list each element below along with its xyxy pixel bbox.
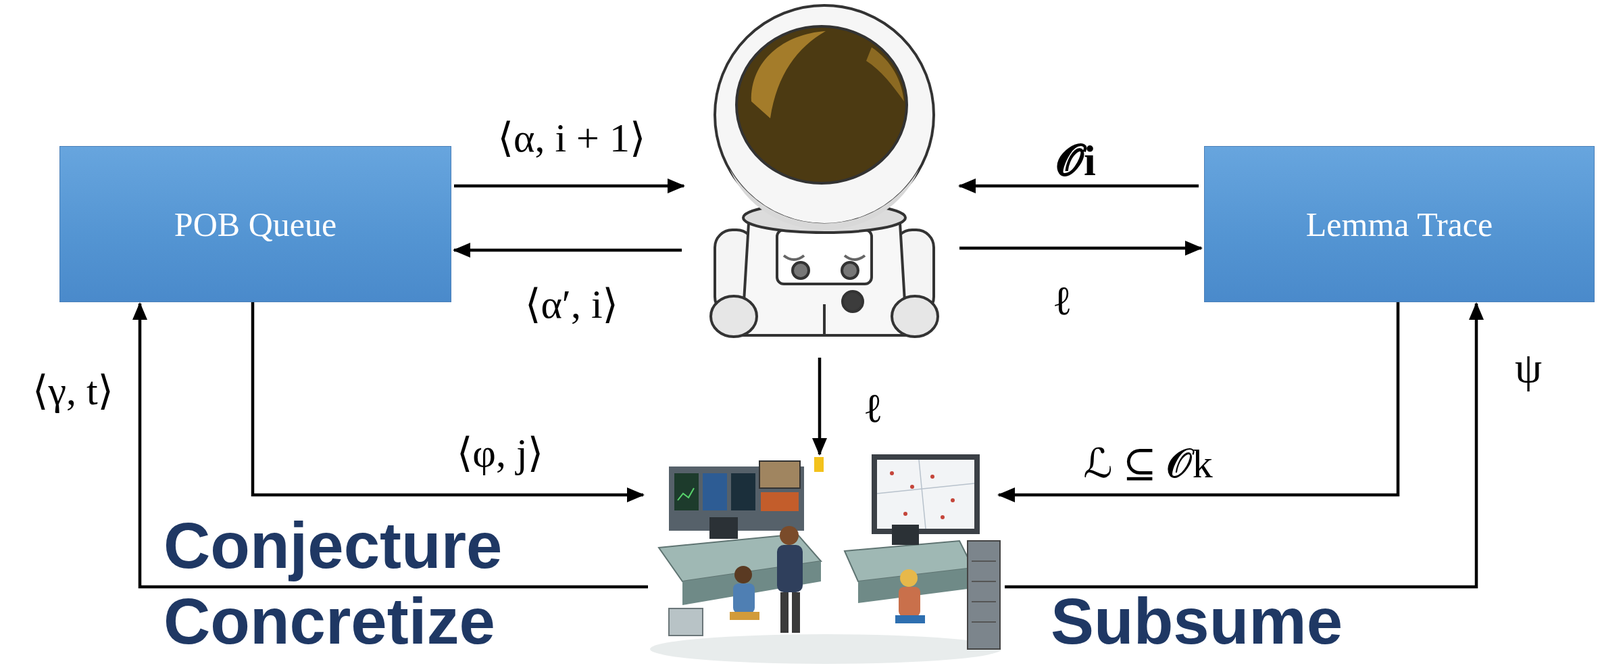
screen-graph	[677, 487, 694, 500]
person-body	[898, 586, 921, 617]
person-leg	[791, 591, 800, 633]
phase-name: Concretize	[163, 588, 496, 654]
arrow-label: ℓ	[1052, 280, 1073, 321]
arrow	[818, 357, 822, 455]
arrow-label: ℒ ⊆ 𝓞k	[1083, 443, 1213, 484]
phase-name: Conjecture	[163, 512, 503, 578]
helmet	[714, 5, 934, 225]
screen	[674, 472, 699, 511]
chest-knob	[841, 262, 859, 279]
server-rack	[967, 540, 1000, 649]
person-leg	[780, 591, 789, 633]
phase-name: Subsume	[1050, 588, 1343, 654]
arrow-label: ⟨φ, j⟩	[456, 432, 544, 473]
person-body	[777, 544, 803, 592]
arrow-label: ⟨α′, i⟩	[525, 283, 619, 325]
arrow	[959, 246, 1202, 250]
screen	[760, 491, 799, 511]
floor-shadow	[650, 633, 1002, 664]
desk-monitor	[891, 524, 919, 545]
chest-button	[842, 291, 863, 312]
arrow-label: ⟨γ, t⟩	[32, 370, 114, 411]
person-head	[734, 565, 753, 584]
person-head	[779, 525, 799, 545]
chest-tube	[783, 255, 865, 260]
map-screen	[759, 460, 800, 488]
big-screen-map	[877, 459, 975, 529]
astronaut-glove	[710, 295, 757, 337]
screen	[702, 472, 728, 511]
visor-highlight	[866, 47, 905, 102]
arrow	[959, 184, 1199, 188]
astronaut-illustration	[710, 5, 938, 337]
process-box: POB Queue	[59, 145, 452, 303]
arrow	[454, 248, 682, 253]
box-label: POB Queue	[174, 204, 337, 244]
cabinet	[668, 608, 703, 636]
big-screen	[871, 454, 980, 534]
visor-highlight	[751, 31, 826, 119]
visor	[736, 26, 907, 184]
control-room-illustration	[650, 454, 1002, 664]
map-roads	[877, 459, 975, 529]
rack-slots	[971, 560, 996, 622]
chair	[895, 614, 925, 623]
astronaut-leg-line	[822, 304, 826, 336]
astronaut-glove	[891, 295, 938, 337]
person-head	[900, 568, 918, 587]
person-body	[733, 583, 755, 613]
arrow-label: ⟨α, i + 1⟩	[497, 117, 646, 159]
astronaut-body	[741, 222, 907, 336]
chair	[729, 611, 760, 620]
arrow-label: ℓ	[863, 387, 884, 429]
arrow	[998, 302, 1398, 495]
process-box: Lemma Trace	[1204, 145, 1595, 303]
arrow	[252, 302, 644, 495]
desk-monitor	[709, 516, 738, 539]
arrow-label: 𝓞i	[1056, 139, 1096, 183]
chest-knob	[792, 262, 809, 279]
screen	[731, 472, 756, 511]
arrow	[454, 184, 684, 188]
arrow	[1004, 303, 1477, 587]
arrow	[139, 303, 648, 587]
beacon	[814, 456, 824, 472]
box-label: Lemma Trace	[1306, 204, 1493, 244]
chest-panel	[777, 229, 872, 284]
arrow-label: ψ	[1514, 345, 1542, 390]
